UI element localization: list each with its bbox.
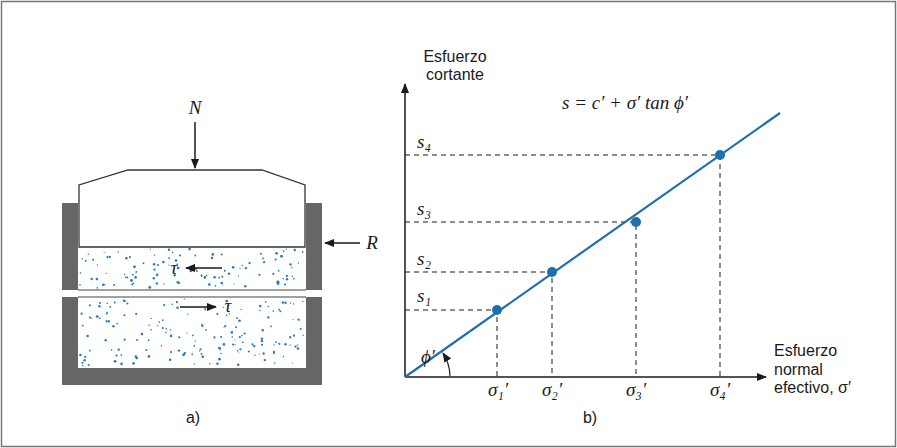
upper-box-wall — [306, 203, 322, 290]
tick-label: σ₁′ — [488, 379, 508, 401]
tick-label: s₂ — [417, 248, 431, 270]
failure-envelope — [405, 113, 780, 377]
soil-upper — [78, 247, 306, 290]
angle-label: ϕ′ — [421, 346, 435, 368]
lower-box-edge — [78, 296, 306, 297]
force-label: N — [189, 97, 202, 119]
tick-label: σ₃′ — [626, 379, 646, 401]
x-axis — [405, 376, 766, 378]
panel-label: a) — [186, 409, 200, 427]
y-axis — [404, 84, 406, 377]
axis-title: Esfuerzo normal efectivo, σ′ — [774, 342, 874, 397]
panel-label: b) — [583, 409, 597, 427]
stress-label: τ — [171, 257, 178, 279]
axis-title: Esfuerzo cortante — [416, 48, 494, 85]
tick-label: s₃ — [417, 198, 431, 220]
force-label: R — [366, 232, 378, 254]
tick-label: s₁ — [417, 285, 431, 307]
equation-label: s = c′ + σ′ tan ϕ′ — [562, 92, 688, 114]
upper-box-edge — [78, 289, 306, 290]
tick-label: s₄ — [417, 131, 431, 153]
lower-box — [62, 297, 322, 385]
stress-label: τ — [225, 295, 232, 317]
soil-lower — [78, 297, 306, 368]
normal-force-arrow — [194, 122, 196, 168]
shear-arrow — [186, 267, 222, 269]
test-points — [492, 150, 725, 315]
tick-label: σ₄′ — [710, 379, 730, 401]
angle-arc — [443, 353, 450, 376]
shear-arrow — [180, 306, 216, 308]
reaction-arrow — [325, 242, 360, 244]
soil-grains — [79, 248, 304, 367]
loading-cap — [79, 170, 305, 247]
tick-label: σ₂′ — [542, 379, 562, 401]
upper-box-wall — [62, 203, 78, 290]
